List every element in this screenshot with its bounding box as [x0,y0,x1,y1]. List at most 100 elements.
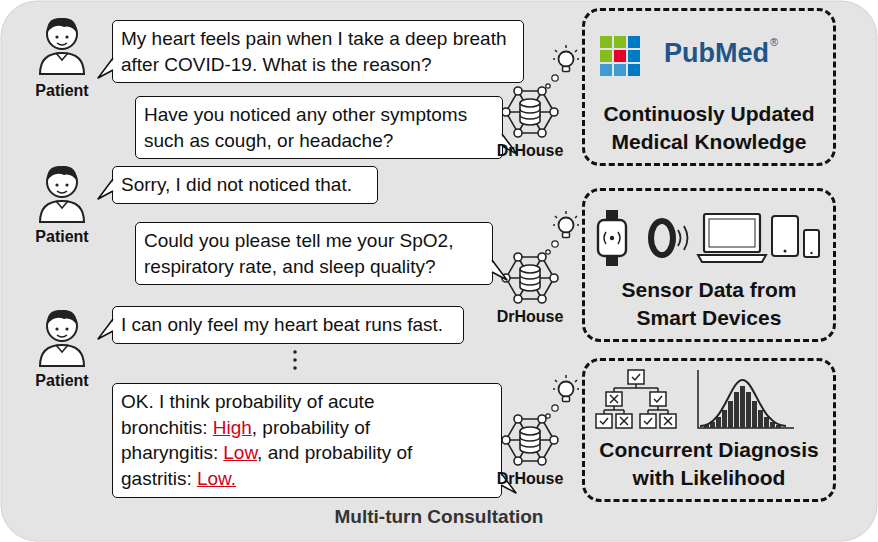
drhouse-figures [502,87,558,137]
logo-mark: ® [770,36,778,48]
smart-devices [709,219,755,247]
bubble-tail [98,319,113,339]
likelihood-histogram [746,392,751,428]
bubble-tail [491,260,508,280]
smart-devices [651,221,673,255]
patient-figures [40,18,84,366]
bubble-tail [98,58,113,78]
smart-devices [804,230,819,257]
ellipsis-dots [293,366,297,370]
idea-bulbs [546,45,579,88]
bubble-tail [499,471,517,495]
ellipsis-dots [293,358,297,362]
logo-text: PubMed [664,38,769,69]
ellipsis-dots [293,350,297,354]
speech-bubble: Could you please tell me your SpO2, resp… [135,222,493,285]
ellipsis-dots [293,350,297,370]
smart-devices [606,210,618,220]
bubble-tail [98,319,115,339]
knowledge-logo [614,36,626,48]
bubble-tail [98,179,115,199]
bubble-tail [97,56,115,80]
bubble-tail [500,132,518,156]
bubble-tail [490,258,508,282]
likelihood-histogram [716,417,721,428]
drhouse-figures [502,253,558,303]
decision-tree [596,370,676,428]
likelihood-histogram [752,401,757,428]
bubble-tail [98,179,113,199]
likelihood-histogram [728,401,733,428]
likelihood-value: Low [223,442,257,463]
smart-devices [784,250,787,253]
likelihood-histogram [734,392,739,428]
smart-devices [698,255,766,262]
bubble-text: I can only feel my heart beat runs fast. [121,314,443,335]
smart-devices [772,216,798,256]
patient-figures [40,310,84,366]
panel-title: Continuosly Updated Medical Knowledge [595,100,823,155]
smart-devices [810,252,812,254]
knowledge-logo [600,36,640,76]
feature-panel: Continuosly Updated Medical Knowledge [582,8,836,166]
smart-devices [598,210,819,266]
drhouse-figures [502,87,558,465]
likelihood-histogram [722,410,727,428]
decision-tree [596,414,612,428]
drhouse-figures [502,415,558,465]
speech-bubble: My heart feels pain when I take a deep b… [112,20,524,83]
smart-devices [606,256,618,266]
decision-tree [610,395,672,425]
bubble-text: Sorry, I did not noticed that. [121,174,352,195]
likelihood-histogram [698,370,794,428]
speech-bubble: I can only feel my heart beat runs fast. [112,306,464,344]
knowledge-logo [614,50,626,62]
panel-title: Concurrent Diagnosis with Likelihood [595,436,823,491]
smart-devices [604,232,620,244]
bubble-text: Have you noticed any other symptoms such… [144,104,467,151]
likelihood-value: High [213,417,252,438]
speech-bubble: Sorry, I did not noticed that. [112,166,378,204]
likelihood-histogram [704,386,781,428]
bubble-tail [502,134,517,154]
likelihood-histogram [758,410,763,428]
bubble-tail [97,317,115,341]
speaker-label: DrHouse [470,308,590,326]
bubble-tail [500,473,517,493]
bubble-tail [98,58,115,78]
knowledge-logo [600,36,612,48]
bubble-text: Could you please tell me your SpO2, resp… [144,230,453,277]
likelihood-histogram [764,417,769,428]
frame-caption: Multi-turn Consultation [0,506,878,528]
likelihood-histogram [700,380,786,426]
speech-bubble: OK. I think probability of acute bronchi… [112,383,502,498]
knowledge-logo [614,64,626,76]
bubble-tail [501,134,518,154]
bubble-text: My heart feels pain when I take a deep b… [121,28,507,75]
bubble-tail [501,473,516,493]
knowledge-logo [628,64,640,76]
speaker-label: Patient [2,228,122,246]
knowledge-logo [600,64,612,76]
knowledge-logo [628,50,640,62]
panel-title: Sensor Data from Smart Devices [595,276,823,331]
idea-bulbs [546,375,579,418]
bubble-tail [492,260,507,280]
patient-figures [40,166,84,222]
decision-tree [650,392,666,406]
bubble-tail [97,177,115,201]
smart-devices [704,214,760,252]
knowledge-logo [600,50,612,62]
knowledge-logo [628,36,640,48]
likelihood-value: Low. [197,468,236,489]
likelihood-histogram [740,386,745,428]
patient-figures [40,18,84,74]
smart-devices [598,220,626,256]
decision-tree [628,370,644,384]
feature-panel: Concurrent Diagnosis with Likelihood [582,358,836,502]
decision-tree [596,370,676,428]
idea-bulbs [546,211,579,254]
